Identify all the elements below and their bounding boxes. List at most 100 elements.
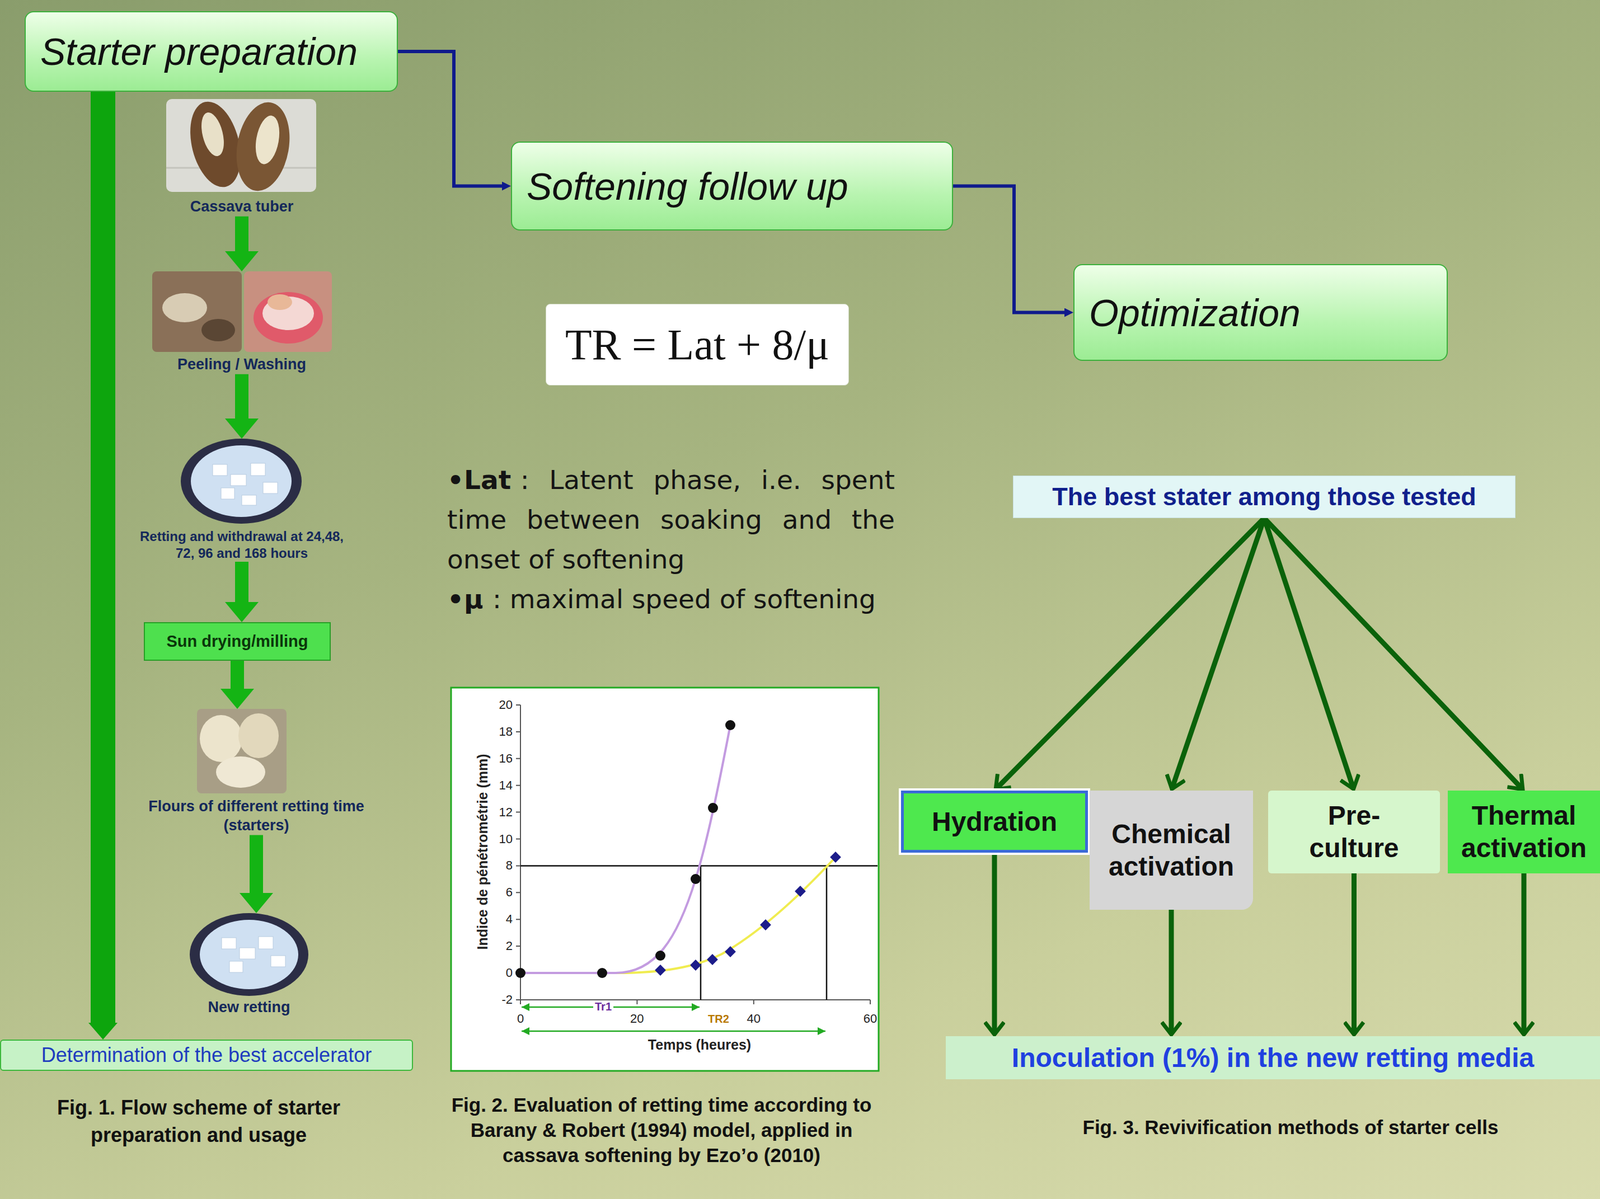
stage-box: Optimization xyxy=(1073,264,1448,361)
flow-arrow xyxy=(235,216,249,252)
flow-arrow xyxy=(953,186,1065,313)
node-text: TR = Lat + 8/μ xyxy=(565,319,830,370)
node-text: Softening follow up xyxy=(526,164,849,209)
time-marker: TR2 xyxy=(706,1012,731,1026)
axis-tick: 40 xyxy=(737,1011,771,1027)
cassava-piece xyxy=(258,936,274,950)
hand xyxy=(267,294,293,311)
peeling-photo xyxy=(152,271,332,353)
photo-ground xyxy=(196,709,287,794)
flow-arrow xyxy=(249,835,264,894)
x-axis xyxy=(520,999,871,1001)
photo-detail xyxy=(201,318,236,342)
cassava-piece xyxy=(241,495,257,506)
axis-tick: -2 xyxy=(480,992,513,1008)
chart-frame xyxy=(451,687,879,1072)
span-arrow xyxy=(521,1030,826,1033)
retting-photo xyxy=(180,438,302,524)
flow-arrow xyxy=(1169,909,1175,1035)
photo-detail xyxy=(162,293,208,323)
axis-tick: 0 xyxy=(480,965,513,981)
flow-arrow xyxy=(235,374,249,419)
y-ticks xyxy=(515,705,521,1001)
flow-arrow xyxy=(1171,518,1265,790)
figure-caption: Fig. 3. Revivification methods of starte… xyxy=(1010,1113,1571,1142)
stage-box: Starter preparation xyxy=(24,11,398,92)
bowl xyxy=(253,292,323,344)
cassava-piece xyxy=(263,482,278,494)
formula-box: TR = Lat + 8/μ xyxy=(545,303,849,386)
node-text: Optimization xyxy=(1089,291,1301,335)
node-text: Flours of different retting time (starte… xyxy=(139,797,373,836)
definition-term: •Lat xyxy=(447,464,511,496)
node-text: Peeling / Washing xyxy=(177,355,307,375)
definition-text: : maximal speed of softening xyxy=(492,583,876,615)
cassava-piece xyxy=(221,937,237,950)
cassava-piece xyxy=(221,488,235,500)
node-text: The best stater among those tested xyxy=(1052,482,1477,512)
stage-box: Softening follow up xyxy=(510,141,954,231)
photo-step: Cassava tuber xyxy=(162,99,322,217)
flow-arrow xyxy=(1351,873,1357,1035)
method-box: Chemical activation xyxy=(1089,790,1254,910)
cassava-piece xyxy=(212,464,228,476)
series-2-points xyxy=(654,851,842,977)
tuber-patch xyxy=(197,110,228,159)
axis-tick: 18 xyxy=(480,724,513,740)
flour-heap xyxy=(199,715,243,763)
flow-arrow xyxy=(397,51,502,187)
cassava-piece xyxy=(229,961,243,973)
cassava-piece xyxy=(239,948,256,960)
flour-photo xyxy=(196,709,287,794)
process-box: Sun drying/milling xyxy=(143,622,331,661)
photo-step: Peeling / Washing xyxy=(146,271,337,375)
axis-tick: 60 xyxy=(853,1011,888,1027)
node-text: Hydration xyxy=(931,805,1058,839)
time-marker: Tr1 xyxy=(593,1000,614,1014)
flow-arrow xyxy=(1264,518,1523,790)
axis-tick: 20 xyxy=(620,1011,654,1027)
cassava-piece xyxy=(230,474,247,486)
y-axis xyxy=(519,705,522,1001)
x-ticks xyxy=(520,1000,871,1005)
flow-arrow xyxy=(90,91,116,1024)
bowl xyxy=(199,920,299,990)
photo-ground xyxy=(152,271,242,353)
photo-ground xyxy=(189,913,309,997)
softening-chart xyxy=(451,687,879,1072)
new-retting-photo xyxy=(189,913,309,997)
flour-heap xyxy=(238,713,279,759)
time-line xyxy=(826,865,828,1001)
axis-title: Temps (heures) xyxy=(615,1037,784,1054)
node-text: Cassava tuber xyxy=(190,197,294,217)
series-1-points xyxy=(515,720,736,979)
cassava-piece xyxy=(270,955,286,968)
cassava-photo xyxy=(166,96,317,196)
cassava-piece xyxy=(250,463,266,476)
axis-tick: 0 xyxy=(503,1011,538,1027)
curve-1 xyxy=(520,725,731,974)
definition-text: : Latent phase, i.e. spent time between … xyxy=(447,464,895,575)
definition-block: •Lat: Latent phase, i.e. spent time betw… xyxy=(447,460,895,619)
node-text: Determination of the best accelerator xyxy=(41,1043,372,1068)
source-box: The best stater among those tested xyxy=(1012,475,1516,519)
definition-term: •μ xyxy=(447,583,484,615)
tuber-patch xyxy=(252,113,284,167)
node-text: New retting xyxy=(207,998,290,1018)
photo-ground xyxy=(180,438,302,524)
result-band: Inoculation (1%) in the new retting medi… xyxy=(945,1036,1600,1080)
node-text: Inoculation (1%) in the new retting medi… xyxy=(1011,1042,1534,1074)
flow-arrow xyxy=(1264,518,1354,790)
figure-caption: Fig. 2. Evaluation of retting time accor… xyxy=(437,1092,886,1168)
time-line xyxy=(700,865,702,1001)
flow-arrow xyxy=(1521,873,1527,1035)
definition-item: •Lat: Latent phase, i.e. spent time betw… xyxy=(447,460,895,580)
flow-arrow xyxy=(992,852,998,1035)
node-text: Retting and withdrawal at 24,48, 72, 96 … xyxy=(135,528,349,562)
tuber xyxy=(230,97,297,196)
bowl xyxy=(190,445,292,518)
photo-step: Retting and withdrawal at 24,48, 72, 96 … xyxy=(135,438,349,562)
node-text: Sun drying/milling xyxy=(166,632,309,651)
